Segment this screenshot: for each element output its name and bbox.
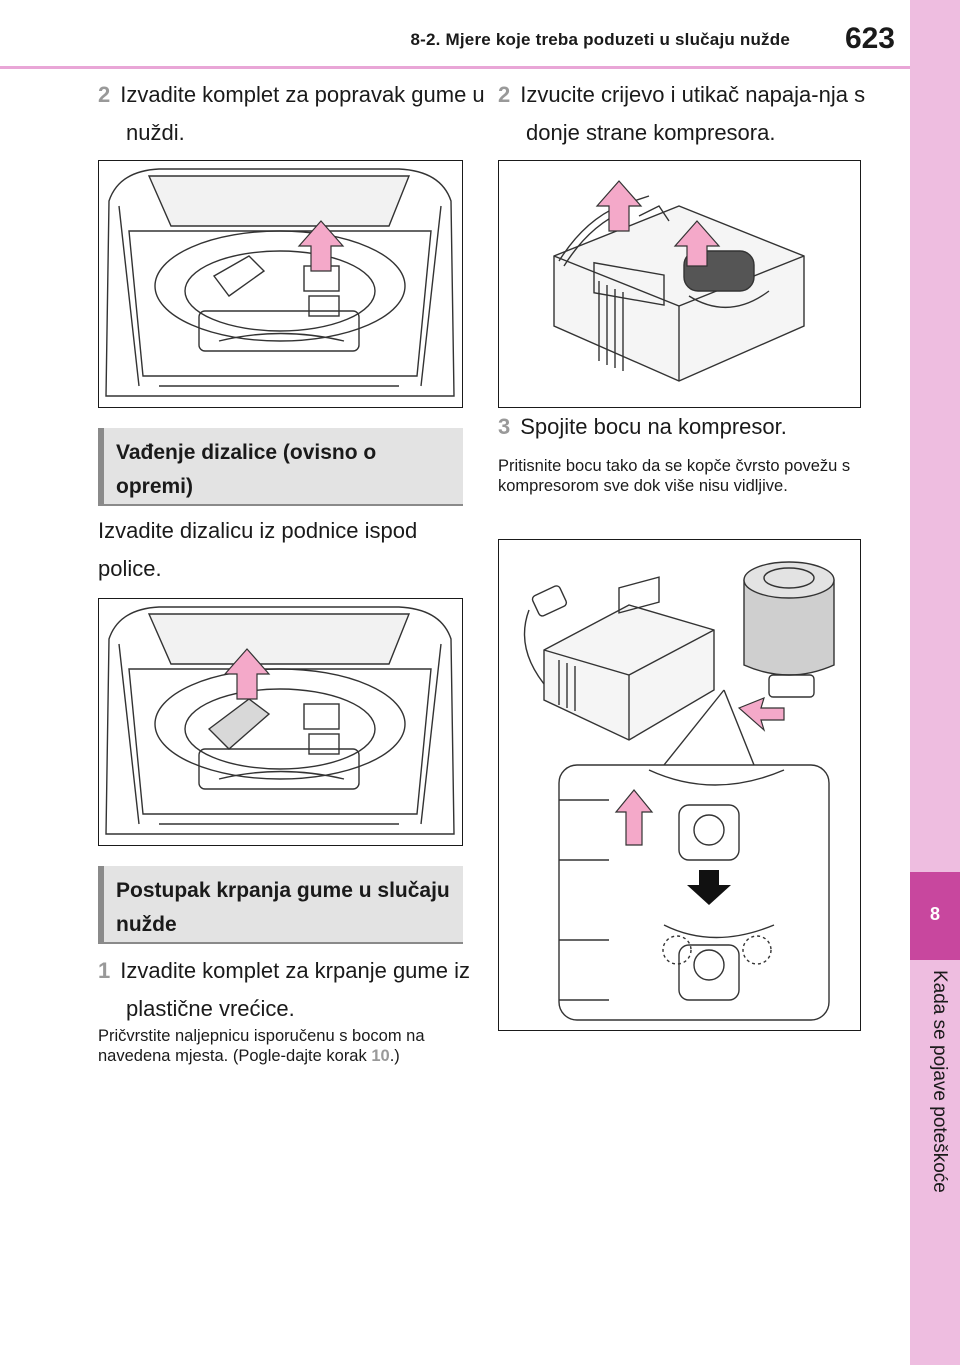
push-arrow-icon [737,696,785,732]
chapter-number-box [910,872,960,960]
step-text: Spojite bocu na kompresor. [520,414,787,439]
sticker-note: Pričvrstite naljepnicu isporučenu s boco… [98,1026,448,1066]
figure-bottle-compressor [498,539,861,1031]
pull-arrow-icon [595,180,643,232]
step-number: 2 [98,82,111,107]
bottle-note: Pritisnite bocu tako da se kopče čvrsto … [498,457,851,495]
step-text: Izvucite crijevo i utikač napaja-nja s d… [520,82,866,145]
chapter-side-tab [910,0,960,1365]
figure-compressor-hose [498,160,861,408]
section-heading-repair-procedure: Postupak krpanja gume u slučaju nužde [98,866,463,944]
step-number: 3 [498,414,511,439]
header-rule [0,66,910,69]
figure-trunk-repair-kit [98,160,463,408]
step-number: 2 [498,82,511,107]
step-text: Izvadite komplet za krpanje gume iz plas… [120,958,470,1021]
note-text: Pričvrstite naljepnicu isporučenu s boco… [98,1027,425,1065]
down-arrow-icon [687,870,731,905]
note-step-ref: 10 [371,1047,390,1065]
left-step-1: 1 Izvadite komplet za krpanje gume iz pla… [98,952,486,1028]
right-step-3: 3 Spojite bocu na kompresor. [498,408,906,446]
up-arrow-icon [614,789,654,846]
step-text: Izvadite komplet za popravak gume u nužd… [120,82,485,145]
left-step-2: 2 Izvadite komplet za popravak gume u nuž… [98,76,486,152]
note-text-end: .) [389,1047,400,1065]
chapter-label: Kada se pojave poteškoće [929,970,950,1193]
chapter-number: 8 [929,904,940,924]
running-header: 8-2. Mjere koje treba poduzeti u slučaju… [410,30,790,49]
pull-arrow-icon [673,220,721,267]
lift-arrow-icon [223,648,271,700]
jack-instruction: Izvadite dizalicu iz podnice ispod polic… [98,518,418,581]
step-number: 1 [98,958,111,983]
lift-arrow-icon [297,220,345,272]
page-number: 623 [844,22,895,55]
figure-trunk-jack [98,598,463,846]
right-step-2: 2 Izvucite crijevo i utikač napaja-nja s … [498,76,906,152]
section-heading-jack: Vađenje dizalice (ovisno o opremi) [98,428,463,506]
